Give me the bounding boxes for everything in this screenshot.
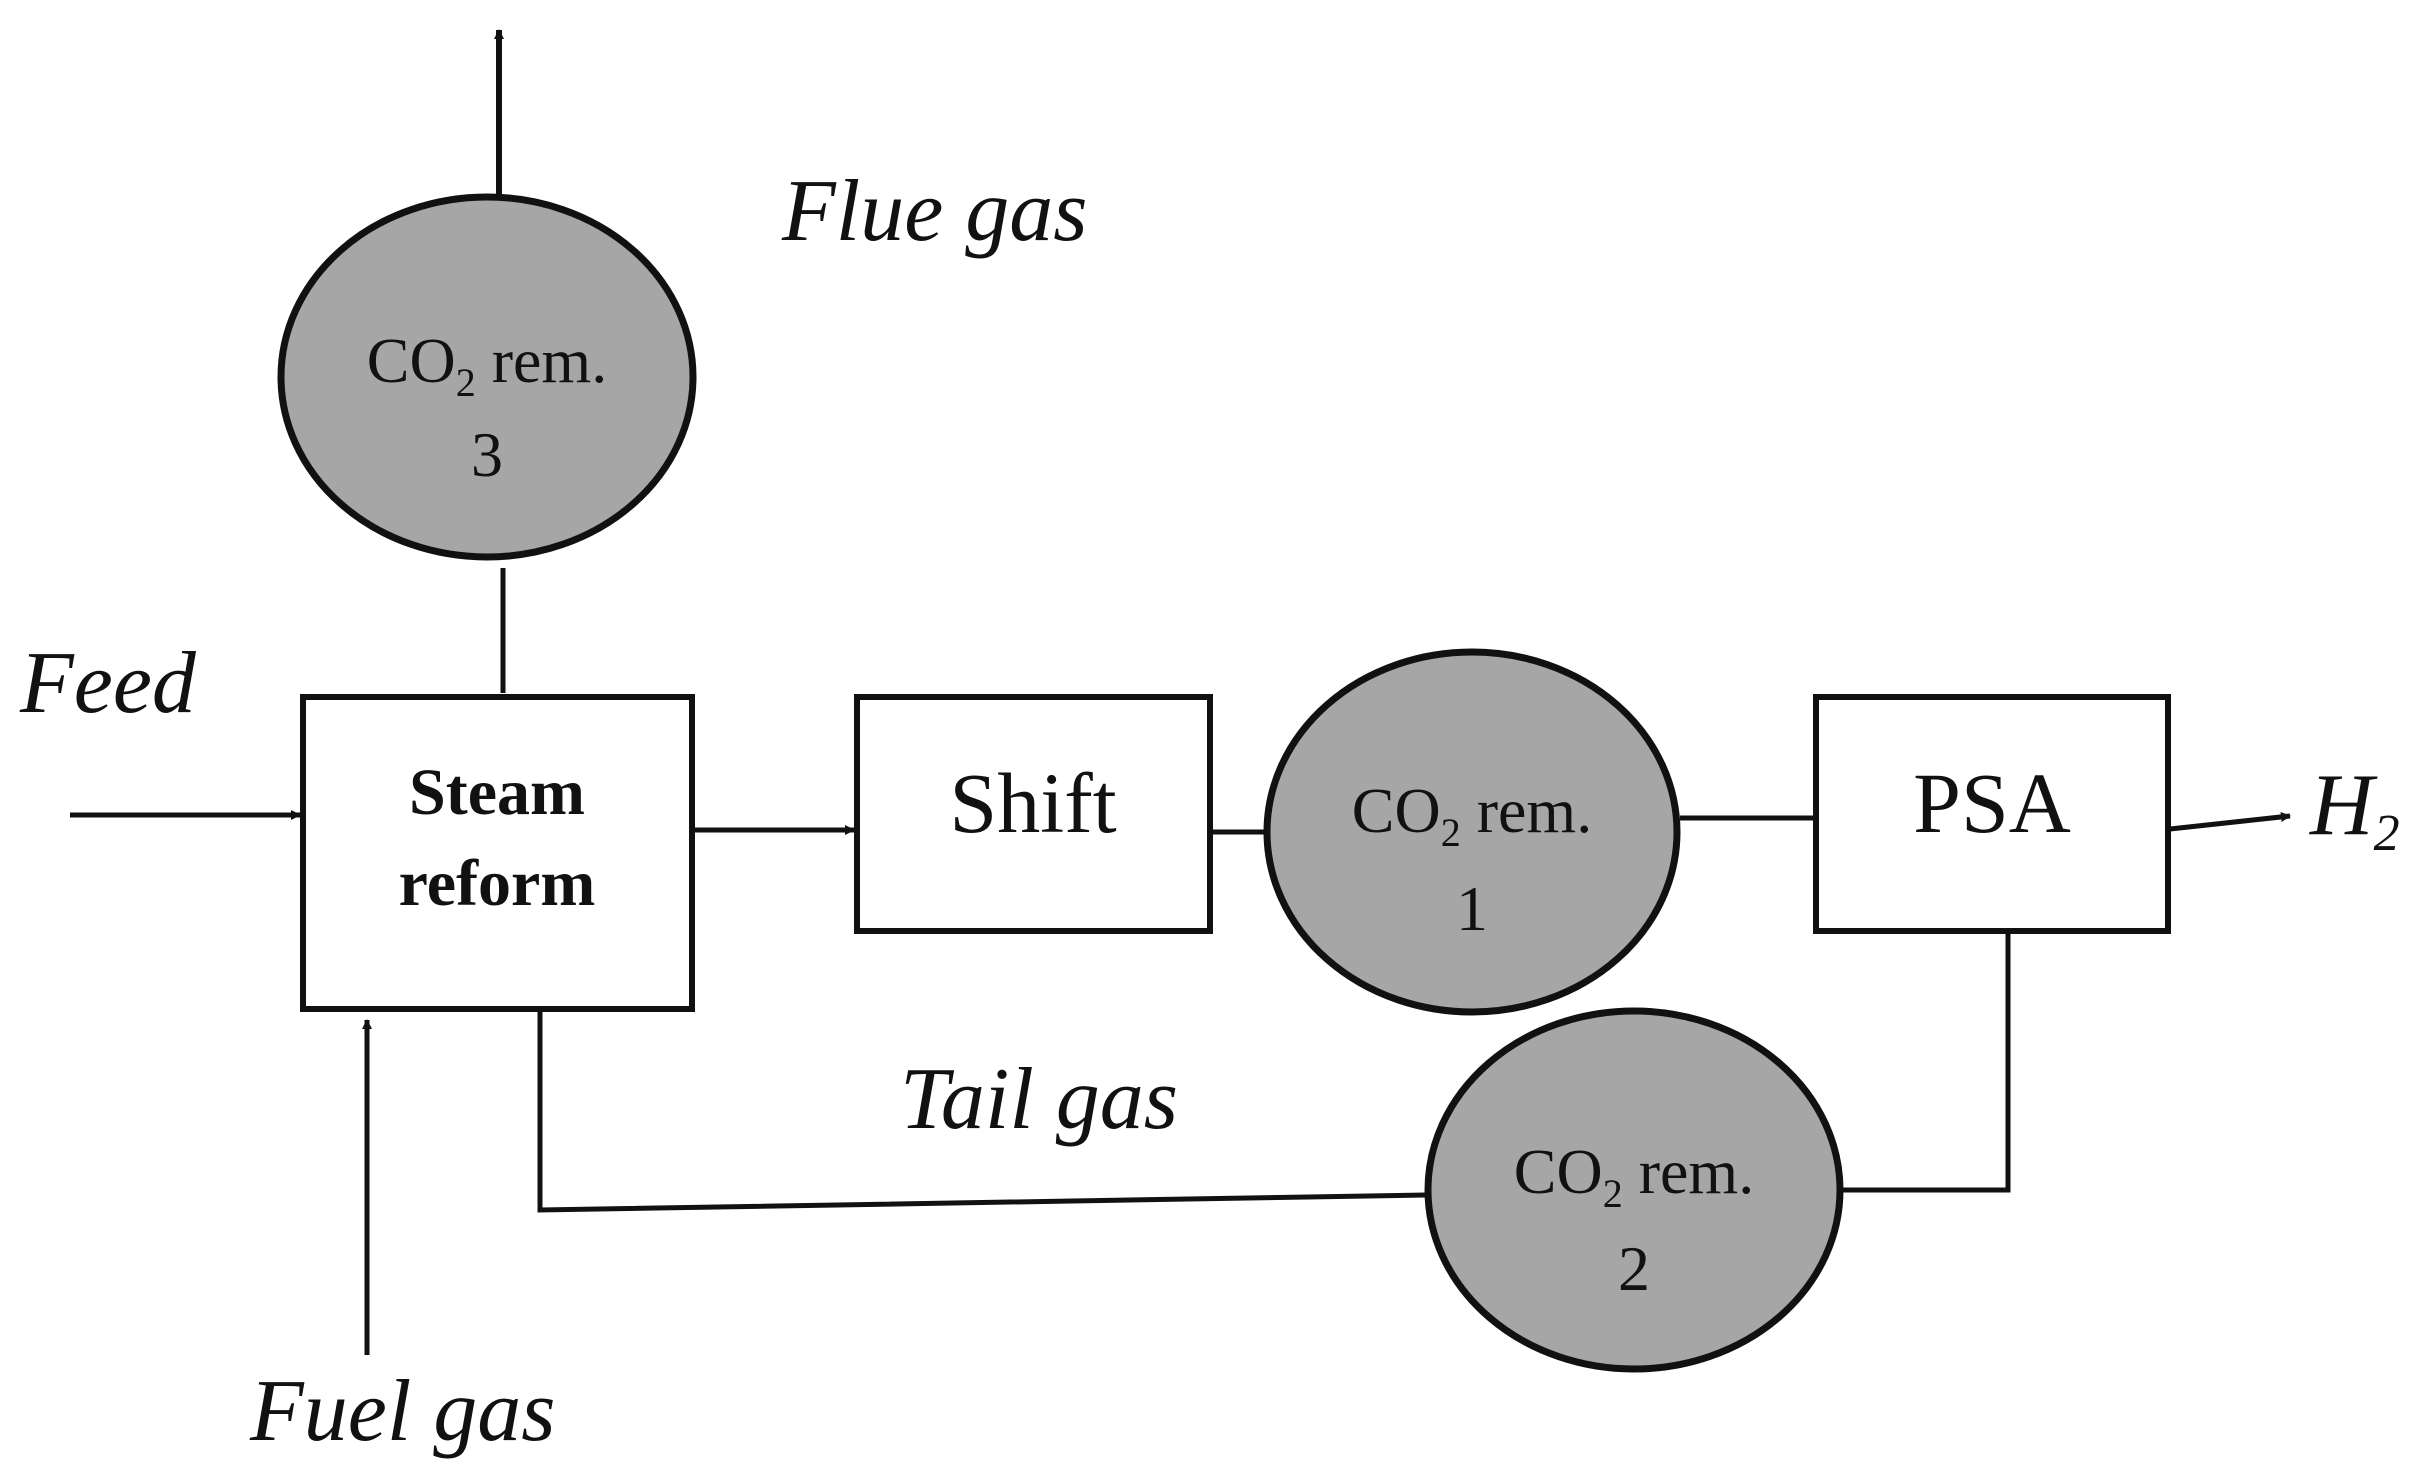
shift-label: Shift: [949, 755, 1116, 851]
feed-label: Feed: [19, 635, 197, 732]
shift-box: [854, 694, 1213, 934]
fuel-gas-label: Fuel gas: [249, 1363, 556, 1460]
steam-reform-label-line2: reform: [399, 847, 596, 920]
arrow-psa-to-h2: [2169, 811, 2291, 832]
steam-reform-label-line1: Steam: [409, 756, 585, 829]
h2-label: H2: [2309, 757, 2400, 862]
co2-rem-2-number: 2: [1618, 1233, 1650, 1304]
co2-rem-3-number: 3: [471, 419, 503, 490]
co2-rem-3-label: CO2 rem.: [367, 325, 607, 405]
flow-lines: [70, 29, 2291, 1355]
steam-reform-box: [300, 694, 695, 1012]
tail-gas-label: Tail gas: [900, 1051, 1178, 1148]
co2-rem-2-ellipse: [1424, 1007, 1844, 1373]
flue-gas-label: Flue gas: [781, 163, 1088, 260]
co2-rem-3-ellipse: [277, 193, 697, 561]
co2-rem-2-label: CO2 rem.: [1514, 1136, 1754, 1216]
co2-rem-1-ellipse: [1263, 648, 1681, 1016]
psa-box: [1813, 694, 2171, 934]
co2-rem-1-label: CO2 rem.: [1352, 775, 1592, 855]
co2-rem-1-number: 1: [1456, 873, 1488, 944]
arrow-tail-gas-return: [535, 979, 1427, 1213]
psa-label: PSA: [1913, 755, 2071, 851]
line-psa-to-co2-rem-2: [1840, 918, 2011, 1193]
